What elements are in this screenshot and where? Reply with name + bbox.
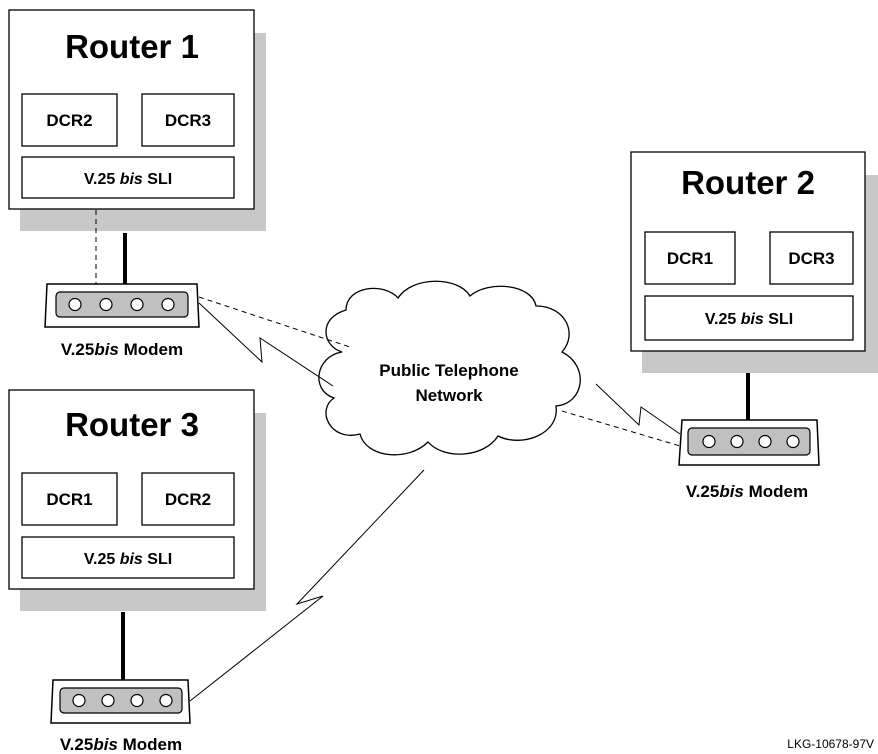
- router-1-sli-box: [21, 156, 235, 199]
- modem-2-label: V.25bis Modem: [686, 482, 808, 501]
- modem-1-led-4: [161, 297, 175, 312]
- router-1-dcr-right-label: DCR3: [165, 111, 211, 130]
- modem-2-led-2: [730, 434, 744, 449]
- router-2-dcr-left-box: [644, 231, 736, 285]
- router-3-sli-box: [21, 536, 235, 579]
- router-3-dcr-left-label: DCR1: [46, 490, 92, 509]
- modem-2-led-4: [786, 434, 800, 449]
- router-1-dcr-right-box: [141, 93, 235, 147]
- router-3-dcr-right-label: DCR2: [165, 490, 211, 509]
- modem-1-led-2: [99, 297, 113, 312]
- modem-1-lightning-link: [198, 302, 334, 387]
- modem-1: V.25bis Modem: [44, 283, 200, 359]
- router-1: Router 1 DCR2 DCR3 V.25 bis SLI: [8, 9, 266, 231]
- modem-3-lightning-link: [189, 469, 425, 702]
- modem-2-dashed-link: [561, 410, 681, 447]
- router-3-dcr-right-box: [141, 472, 235, 526]
- router-2: Router 2 DCR1 DCR3 V.25 bis SLI: [630, 151, 878, 373]
- router-2-dcr-right-box: [769, 231, 854, 285]
- router-1-title: Router 1: [65, 28, 199, 65]
- figure-id: LKG-10678-97V: [787, 737, 874, 751]
- cloud-label-line2: Network: [415, 386, 483, 405]
- modem-1-panel: [55, 291, 189, 318]
- modem-1-dashed-link: [198, 296, 351, 348]
- modem-3-panel: [59, 687, 183, 714]
- modem-3-label: V.25bis Modem: [60, 735, 182, 754]
- modem-3-led-2: [101, 693, 115, 708]
- router-1-dcr-left-box: [21, 93, 118, 147]
- router-1-sli-label: V.25 bis SLI: [84, 171, 172, 188]
- router-3: Router 3 DCR1 DCR2 V.25 bis SLI: [8, 389, 266, 611]
- modem-3-led-1: [72, 693, 86, 708]
- modem-2-panel: [687, 427, 811, 456]
- modem-2-led-1: [702, 434, 716, 449]
- router-3-title: Router 3: [65, 406, 199, 443]
- modem-3-led-3: [130, 693, 144, 708]
- router-3-dcr-left-box: [21, 472, 118, 526]
- modem-3: V.25bis Modem: [50, 679, 191, 754]
- modem-2-led-3: [758, 434, 772, 449]
- modem-1-led-1: [68, 297, 82, 312]
- router-1-dcr-left-label: DCR2: [46, 111, 92, 130]
- modem-1-label: V.25bis Modem: [61, 340, 183, 359]
- router-2-dcr-left-label: DCR1: [667, 249, 713, 268]
- router-3-sli-label: V.25 bis SLI: [84, 551, 172, 568]
- cloud-label-line1: Public Telephone: [379, 361, 518, 380]
- cloud-shape: [318, 280, 581, 456]
- router-2-sli-label: V.25 bis SLI: [705, 311, 793, 328]
- public-telephone-network-cloud: Public Telephone Network: [318, 280, 581, 456]
- modem-1-led-3: [130, 297, 144, 312]
- router-2-title: Router 2: [681, 164, 815, 201]
- modem-2: V.25bis Modem: [678, 419, 820, 501]
- modem-2-lightning-link: [595, 383, 681, 435]
- router-2-sli-box: [644, 295, 854, 341]
- router-2-dcr-right-label: DCR3: [788, 249, 834, 268]
- modem-3-led-4: [159, 693, 173, 708]
